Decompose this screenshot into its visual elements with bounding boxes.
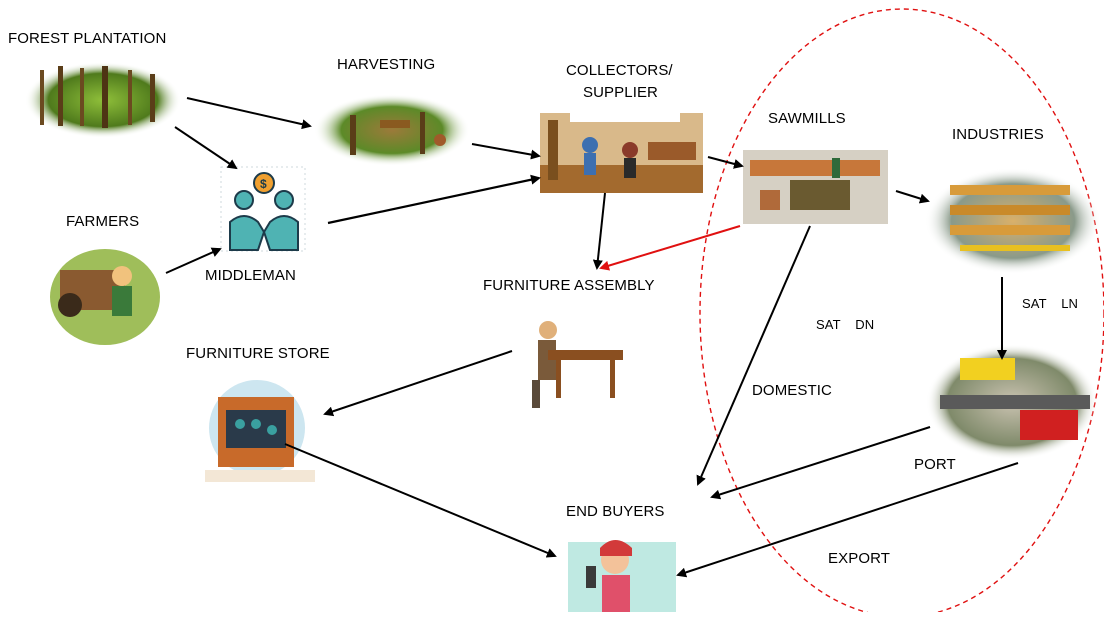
arrow-sawmills-to-industries xyxy=(895,190,930,204)
port-label: PORT xyxy=(914,456,956,473)
arrow-harvesting-to-collectors xyxy=(471,143,541,160)
furniture-assembly-label: FURNITURE ASSEMBLY xyxy=(483,277,655,294)
sat-ln-label: SAT LN xyxy=(1022,296,1079,311)
industry-icon xyxy=(925,168,1101,274)
harvesting-icon xyxy=(314,94,470,166)
arrow-forest-to-harvesting xyxy=(186,97,312,130)
sawmills-label: SAWMILLS xyxy=(768,110,846,127)
handshake-icon: $ xyxy=(220,166,306,252)
farmer-icon xyxy=(50,249,160,345)
farmers-label: FARMERS xyxy=(66,213,140,230)
export-label: EXPORT xyxy=(828,550,891,567)
middleman-label: MIDDLEMAN xyxy=(205,267,296,284)
svg-text:$: $ xyxy=(260,177,267,191)
collectors-icon xyxy=(540,110,703,193)
domestic-label: DOMESTIC xyxy=(752,382,832,399)
sawmill-icon xyxy=(743,150,888,224)
port-truck-icon xyxy=(926,344,1098,460)
industries-label: INDUSTRIES xyxy=(952,126,1044,143)
arrow-store-to-end-buyers xyxy=(284,443,557,558)
arrow-sawmills-to-end-buyers xyxy=(696,225,811,486)
arrow-collectors-to-furniture-assembly xyxy=(592,192,606,270)
forest-plantation-label: FOREST PLANTATION xyxy=(8,30,167,47)
collectors-label-line2: SUPPLIER xyxy=(583,84,658,101)
sawmill-region-outline xyxy=(699,8,1104,617)
sat-dn-label: SAT DN xyxy=(816,317,875,332)
harvesting-label: HARVESTING xyxy=(337,56,436,73)
carpenter-icon xyxy=(516,315,634,410)
end-buyers-label: END BUYERS xyxy=(566,503,665,520)
forest-icon xyxy=(25,62,181,138)
furniture-store-label: FURNITURE STORE xyxy=(186,345,330,362)
arrow-port-to-end-buyers xyxy=(710,426,931,500)
store-icon xyxy=(205,380,315,482)
arrow-sawmills-to-furniture-assembly xyxy=(599,225,741,271)
arrow-farmers-to-middleman xyxy=(165,247,222,274)
buyer-icon xyxy=(568,540,676,612)
arrow-assembly-to-store xyxy=(323,350,513,417)
arrow-collectors-to-sawmills xyxy=(707,156,744,169)
collectors-label-line1: COLLECTORS/ xyxy=(566,62,673,79)
arrow-port-export xyxy=(676,462,1019,578)
arrow-middleman-to-collectors xyxy=(327,174,541,225)
arrow-forest-to-middleman xyxy=(174,126,238,170)
